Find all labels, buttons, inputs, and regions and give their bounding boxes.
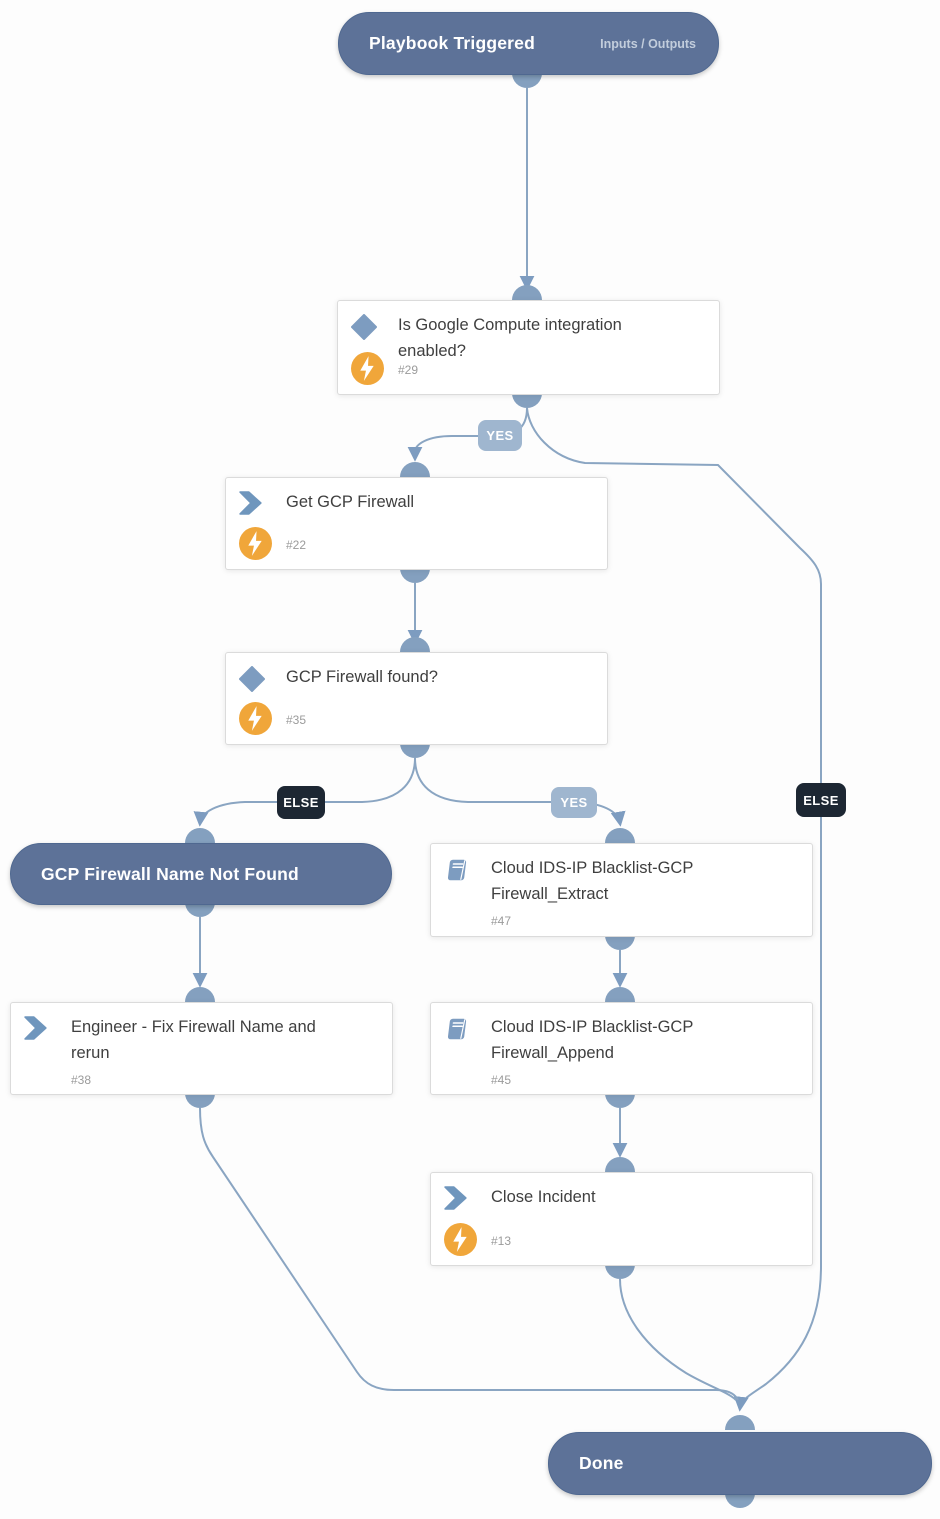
wire-cond35-yes — [414, 757, 626, 827]
task-id: #35 — [286, 713, 307, 727]
branch-label-else[interactable]: ELSE — [796, 783, 846, 817]
branch-label-else[interactable]: ELSE — [277, 786, 325, 819]
connector[interactable] — [512, 393, 542, 408]
node-get-gcp-firewall[interactable]: Get GCP Firewall #22 — [225, 477, 608, 570]
automation-bolt-icon — [239, 702, 272, 735]
node-title: Done — [579, 1453, 624, 1473]
connector[interactable] — [185, 902, 215, 917]
node-done[interactable]: Done — [548, 1432, 932, 1495]
wire-cond35-else — [193, 757, 416, 827]
connector[interactable] — [400, 462, 430, 477]
connector[interactable] — [605, 1157, 635, 1172]
branch-label-yes[interactable]: YES — [478, 420, 522, 451]
node-subplaybook-firewall-extract[interactable]: Cloud IDS-IP Blacklist-GCP Firewall_Extr… — [430, 843, 813, 937]
subplaybook-book-icon — [444, 1016, 470, 1042]
automation-bolt-icon — [444, 1223, 477, 1256]
node-title: Cloud IDS-IP Blacklist-GCP Firewall_Extr… — [491, 859, 694, 903]
task-id: #38 — [71, 1073, 92, 1087]
task-id: #45 — [491, 1073, 512, 1087]
task-id: #47 — [491, 914, 512, 928]
condition-diamond-icon — [351, 314, 377, 340]
wire-close-to-done — [619, 1278, 737, 1401]
branch-label-yes[interactable]: YES — [551, 787, 597, 818]
node-title: Playbook Triggered — [369, 33, 536, 53]
wire-cond29-else — [526, 407, 822, 1412]
task-id: #13 — [491, 1234, 512, 1248]
task-id: #29 — [398, 363, 419, 377]
connector[interactable] — [400, 568, 430, 583]
automation-bolt-icon — [239, 527, 272, 560]
connector[interactable] — [185, 828, 215, 843]
connector[interactable] — [605, 1093, 635, 1108]
connector[interactable] — [512, 73, 542, 88]
connector[interactable] — [605, 1264, 635, 1279]
connector[interactable] — [185, 1093, 215, 1108]
node-cond-google-compute[interactable]: Is Google Compute integration enabled? #… — [337, 300, 720, 395]
node-title: Get GCP Firewall — [286, 493, 415, 511]
connector[interactable] — [185, 987, 215, 1002]
connector[interactable] — [605, 987, 635, 1002]
connector[interactable] — [400, 743, 430, 758]
node-title: GCP Firewall Name Not Found — [41, 863, 299, 884]
connector[interactable] — [725, 1415, 755, 1430]
node-title: Cloud IDS-IP Blacklist-GCP Firewall_Appe… — [491, 1018, 694, 1062]
node-subplaybook-firewall-append[interactable]: Cloud IDS-IP Blacklist-GCP Firewall_Appe… — [430, 1002, 813, 1095]
task-chevron-icon — [444, 1186, 470, 1212]
condition-diamond-icon — [239, 666, 265, 692]
node-close-incident[interactable]: Close Incident #13 — [430, 1172, 813, 1266]
subplaybook-book-icon — [444, 857, 470, 883]
node-engineer-fix-firewall-name[interactable]: Engineer - Fix Firewall Name and rerun #… — [10, 1002, 393, 1095]
node-section-gcp-firewall-name-not-found[interactable]: GCP Firewall Name Not Found — [10, 843, 392, 905]
task-id: #22 — [286, 538, 307, 552]
connector[interactable] — [605, 935, 635, 950]
inputs-outputs-link[interactable]: Inputs / Outputs — [600, 36, 696, 51]
node-title: GCP Firewall found? — [286, 668, 438, 686]
node-playbook-triggered[interactable]: Playbook Triggered Inputs / Outputs — [338, 12, 719, 75]
automation-bolt-icon — [351, 352, 384, 385]
node-cond-gcp-firewall-found[interactable]: GCP Firewall found? #35 — [225, 652, 608, 745]
wire-cond29-yes — [407, 407, 528, 462]
task-chevron-icon — [239, 491, 265, 517]
wire-fix-to-done — [199, 1107, 739, 1401]
node-title: Close Incident — [491, 1188, 596, 1206]
connector[interactable] — [605, 828, 635, 843]
node-title: Is Google Compute integration enabled? — [398, 316, 622, 360]
connector[interactable] — [725, 1493, 755, 1508]
task-chevron-icon — [24, 1016, 50, 1042]
node-title: Engineer - Fix Firewall Name and rerun — [71, 1018, 316, 1062]
